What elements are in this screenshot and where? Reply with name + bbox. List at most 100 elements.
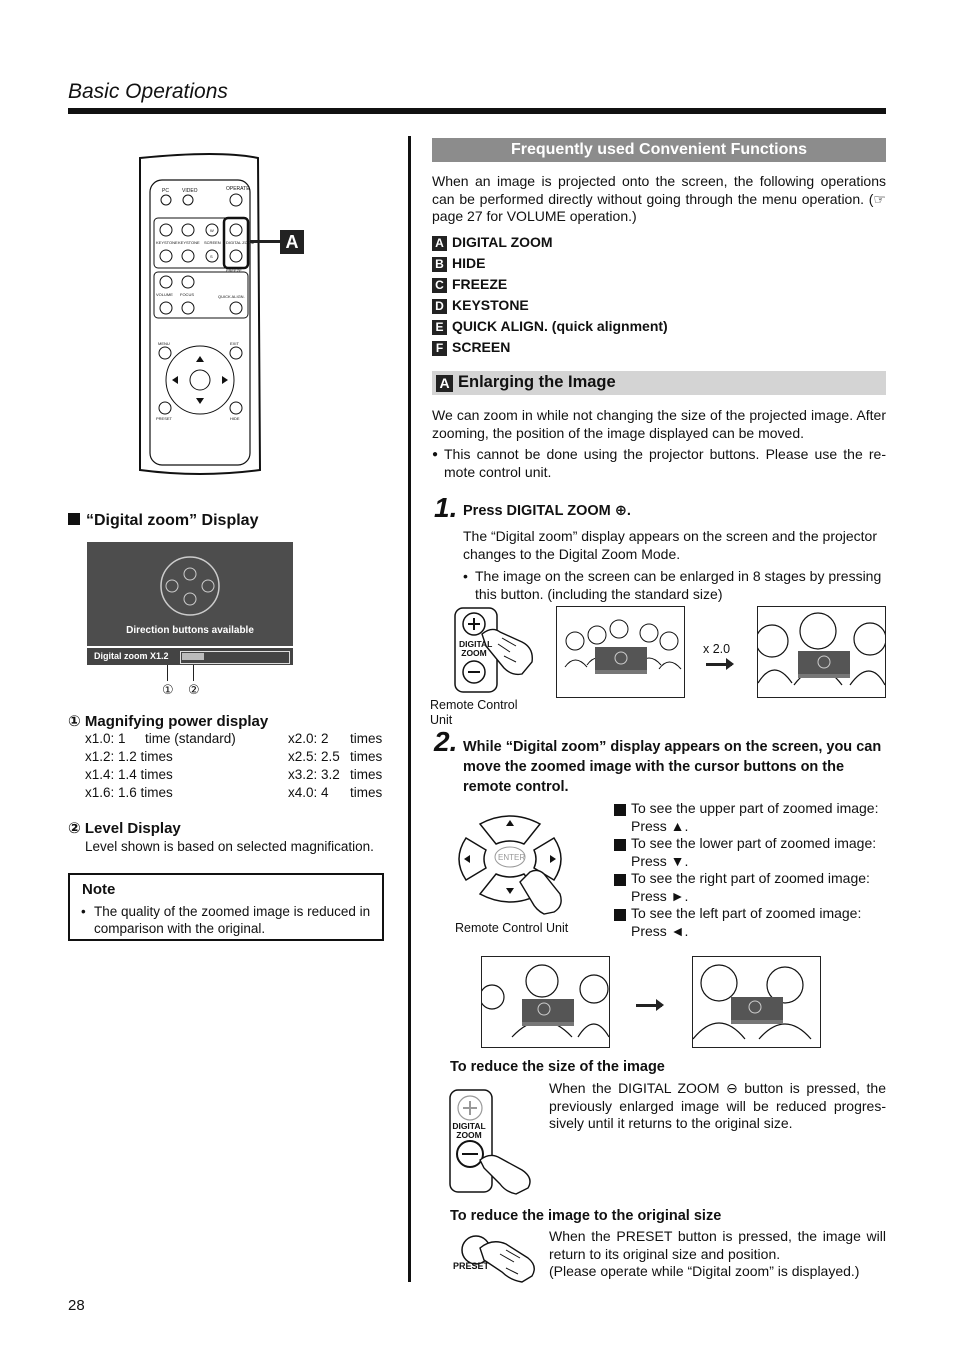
remote-label-s: S xyxy=(210,254,213,259)
table-row: x1.0: 1 time (standard) x2.0: 2 times xyxy=(85,730,382,748)
digital-zoom-minus-label: DIGITAL ZOOM xyxy=(452,1121,486,1140)
direction-text: To see the right part of zoomed image: P… xyxy=(631,870,870,904)
remote-label-pc: PC xyxy=(162,188,169,194)
table-cell: x4.0: 4 xyxy=(288,785,329,800)
bullet-dot: ● xyxy=(432,449,439,460)
table-cell: times xyxy=(350,767,383,782)
magnify-table: x1.0: 1 time (standard) x2.0: 2 times x1… xyxy=(85,730,382,802)
marker-line-1 xyxy=(167,665,168,681)
step-1-title: Press DIGITAL ZOOM ⊕. xyxy=(463,503,631,519)
moved-image-after-illustration xyxy=(692,956,821,1048)
step-1-bullet: The image on the screen can be enlarged … xyxy=(475,568,882,602)
zoom-level-fill xyxy=(182,653,204,660)
table-cell: x1.2: 1.2 times xyxy=(85,749,173,764)
moved-image-before-illustration xyxy=(479,956,610,1048)
remote-label-keystone-1: KEYSTONE xyxy=(156,240,178,245)
list-item: B HIDE xyxy=(432,255,668,276)
section-intro: When an image is projected onto the scre… xyxy=(432,173,886,224)
table-cell: times xyxy=(350,731,383,746)
remote-label-video: VIDEO xyxy=(182,188,198,194)
preset-button-hand-illustration xyxy=(452,1230,542,1286)
arrow-right-icon-2 xyxy=(636,1004,662,1007)
step-2-remote-caption: Remote Control Unit xyxy=(455,921,569,935)
step-1-bullet-mark: • xyxy=(463,568,468,584)
table-cell: times xyxy=(350,785,383,800)
level-text: Level shown is based on selected magnifi… xyxy=(85,839,374,854)
page-header-title: Basic Operations xyxy=(68,80,228,103)
zoom-status-label: Digital zoom X1.2 xyxy=(94,651,169,661)
remote-label-operate: OPERATE xyxy=(226,186,250,192)
subsection-title: Enlarging the Image xyxy=(458,373,616,391)
step-2-number: 2. xyxy=(434,726,458,757)
remote-label-w: W xyxy=(210,228,214,233)
function-label: FREEZE xyxy=(452,276,508,292)
enter-label: ENTER xyxy=(498,853,525,862)
remote-label-menu: MENU xyxy=(158,341,170,346)
list-item: To see the left part of zoomed image: Pr… xyxy=(614,905,886,940)
page-number: 28 xyxy=(68,1297,85,1314)
section-title-band: Frequently used Convenient Functions xyxy=(432,138,886,162)
function-label: HIDE xyxy=(452,255,486,271)
list-item: D KEYSTONE xyxy=(432,297,668,318)
remote-label-focus: FOCUS xyxy=(180,292,194,297)
letter-badge: B xyxy=(432,257,447,272)
note-bullet: • xyxy=(81,904,86,919)
marker-2: ② xyxy=(188,682,200,697)
remote-control-illustration: PC VIDEO OPERATE KEYSTONE KEYSTONE SCREE… xyxy=(130,150,310,480)
table-row: x1.6: 1.6 times x4.0: 4 times xyxy=(85,784,382,802)
arrow-right-icon xyxy=(706,663,732,666)
level-title: Level Display xyxy=(84,820,181,837)
screen-caption: Direction buttons available xyxy=(126,625,254,636)
header-rule xyxy=(68,108,886,114)
table-row: x1.2: 1.2 times x2.5: 2.5 times xyxy=(85,748,382,766)
arrow-head-icon-2 xyxy=(656,999,664,1011)
remote-label-exit: EXIT xyxy=(230,341,239,346)
reduce-text: When the DIGITAL ZOOM ⊖ button is presse… xyxy=(549,1080,886,1131)
original-title: To reduce the image to the original size xyxy=(450,1208,722,1224)
digital-zoom-display-heading: “Digital zoom” Display xyxy=(68,512,258,530)
zoomed-image-illustration xyxy=(755,606,887,698)
subsection-bullet: This cannot be done using the projector … xyxy=(444,446,886,480)
marker-1: ① xyxy=(162,682,174,697)
remote-label-quick-align: QUICK ALIGN. xyxy=(218,294,245,299)
letter-badge: C xyxy=(432,278,447,293)
callout-line xyxy=(250,240,280,243)
table-cell: x1.6: 1.6 times xyxy=(85,785,173,800)
circled-2: ② xyxy=(68,820,81,837)
note-box: Note • The quality of the zoomed image i… xyxy=(68,873,384,941)
square-bullet-icon xyxy=(614,909,626,921)
square-bullet-icon xyxy=(614,839,626,851)
step-1-number: 1. xyxy=(434,492,458,523)
original-text-2: (Please operate while “Digital zoom” is … xyxy=(549,1263,860,1279)
callout-a-badge: A xyxy=(280,230,304,254)
table-cell: time (standard) xyxy=(145,731,236,746)
direction-text: To see the left part of zoomed image: Pr… xyxy=(631,905,862,939)
magnify-heading: ① Magnifying power display xyxy=(68,712,268,730)
letter-badge: D xyxy=(432,299,447,314)
remote-label-volume: VOLUME xyxy=(156,292,173,297)
table-cell: x3.2: 3.2 xyxy=(288,767,340,782)
remote-label-preset: PRESET xyxy=(156,416,173,421)
list-item: To see the lower part of zoomed image: P… xyxy=(614,835,886,870)
level-heading: ② Level Display xyxy=(68,819,181,837)
table-row: x1.4: 1.4 times x3.2: 3.2 times xyxy=(85,766,382,784)
table-cell: x1.4: 1.4 times xyxy=(85,767,173,782)
subsection-intro: We can zoom in while not changing the si… xyxy=(432,407,886,441)
list-item: To see the upper part of zoomed image: P… xyxy=(614,800,886,835)
preset-label: PRESET xyxy=(453,1261,490,1271)
note-text: The quality of the zoomed image is reduc… xyxy=(94,904,371,936)
function-label: SCREEN xyxy=(452,339,511,355)
note-title: Note xyxy=(82,881,116,898)
circled-1: ① xyxy=(68,713,81,730)
original-image-illustration xyxy=(556,606,685,698)
remote-label-hide: HIDE xyxy=(230,416,240,421)
remote-label-freeze: FREEZE xyxy=(226,268,242,273)
function-label: KEYSTONE xyxy=(452,297,529,313)
zoom-level-meter xyxy=(180,651,290,664)
cursor-buttons-illustration: ENTER xyxy=(452,810,572,920)
table-cell: x1.0: 1 xyxy=(85,731,126,746)
